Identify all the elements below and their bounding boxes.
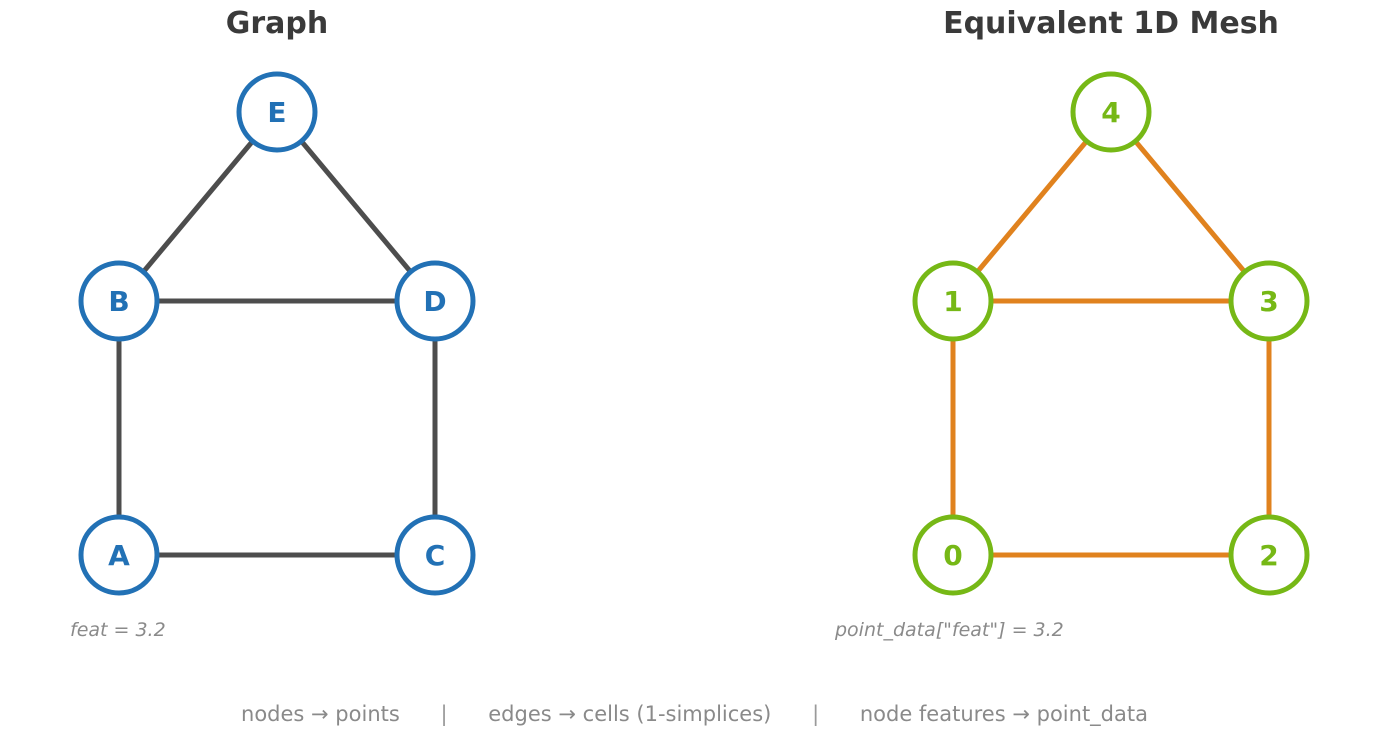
graph-node-label-0: 0 (943, 539, 962, 572)
graph-node-3 (1228, 260, 1310, 342)
left-panel-caption: feat = 3.2 (70, 619, 166, 641)
graph-node-C (394, 514, 476, 596)
graph-panel-1: 4 1 3 0 2 (912, 71, 1310, 596)
left-panel-title: Graph (225, 6, 329, 41)
graph-node-2 (1228, 514, 1310, 596)
right-panel-title: Equivalent 1D Mesh (943, 6, 1279, 41)
graph-node-0 (912, 514, 994, 596)
graph-node-label-B: B (108, 285, 129, 318)
footer-legend: nodes → points | edges → cells (1-simpli… (0, 702, 1389, 726)
graph-node-A (78, 514, 160, 596)
graph-edge-E-D (275, 110, 437, 303)
graph-node-label-A: A (108, 539, 130, 572)
graph-node-label-3: 3 (1259, 285, 1278, 318)
graph-node-label-1: 1 (943, 285, 962, 318)
graph-edge-4-3 (1109, 110, 1271, 303)
graph-node-label-4: 4 (1101, 96, 1120, 129)
graph-node-1 (912, 260, 994, 342)
graph-edge-4-1 (951, 110, 1113, 303)
graph-edge-E-B (117, 110, 279, 303)
graph-panel-0: E B D A C (78, 71, 476, 596)
graph-node-label-D: D (423, 285, 446, 318)
graph-node-label-C: C (425, 539, 446, 572)
graph-node-label-E: E (267, 96, 286, 129)
footer-item-nodes: nodes → points (241, 702, 400, 726)
graph-node-E (236, 71, 318, 153)
right-panel-caption: point_data["feat"] = 3.2 (835, 619, 1064, 641)
footer-separator: | (812, 702, 820, 726)
footer-item-edges: edges → cells (1-simplices) (488, 702, 772, 726)
footer-separator: | (440, 702, 448, 726)
footer-item-features: node features → point_data (859, 702, 1148, 726)
graph-node-D (394, 260, 476, 342)
graph-node-B (78, 260, 160, 342)
graph-node-4 (1070, 71, 1152, 153)
graph-node-label-2: 2 (1259, 539, 1278, 572)
